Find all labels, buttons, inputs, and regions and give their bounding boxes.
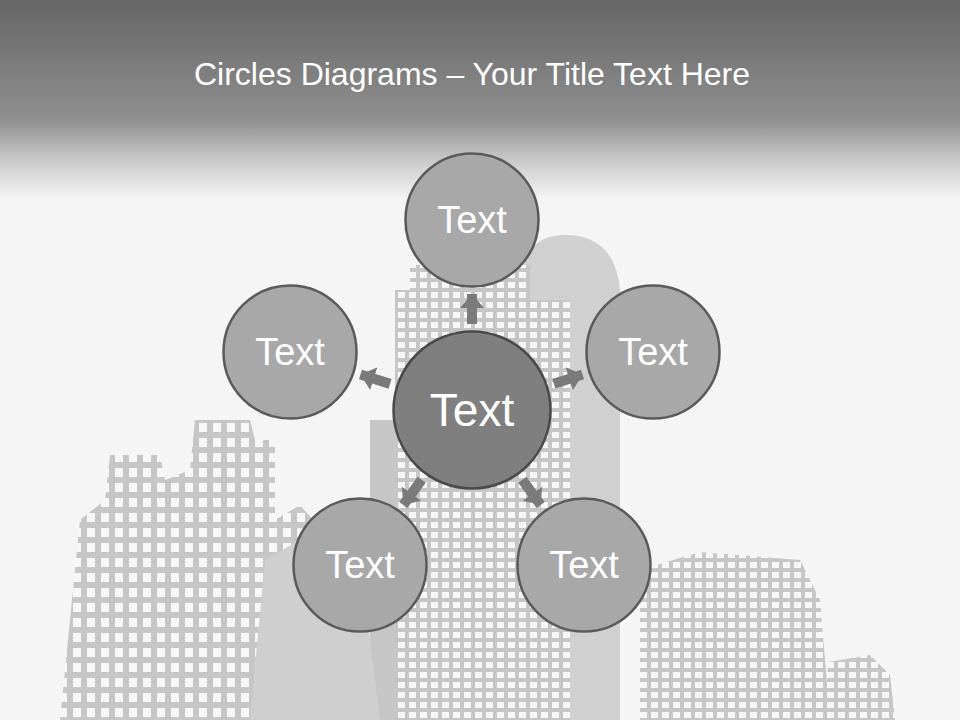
satellite-circle: Text — [585, 284, 721, 420]
node-label: Text — [437, 201, 507, 239]
arrow-connector — [467, 294, 477, 324]
satellite-circle: Text — [222, 284, 358, 420]
node-label: Text — [255, 333, 325, 371]
arrow-connector — [554, 375, 583, 384]
node-label: Text — [325, 546, 395, 584]
node-label: Text — [618, 333, 688, 371]
node-label: Text — [430, 387, 514, 433]
slide-title: Circles Diagrams – Your Title Text Here — [0, 56, 944, 93]
satellite-circle: Text — [404, 152, 540, 288]
right-building — [640, 552, 830, 720]
satellite-circle: Text — [516, 497, 652, 633]
satellite-circle: Text — [292, 497, 428, 633]
arrow-connector — [522, 480, 540, 505]
arrow-connector — [361, 374, 391, 383]
far-right-building — [825, 655, 895, 720]
hub-circle: Text — [392, 330, 552, 490]
arrow-connector — [403, 480, 421, 505]
node-label: Text — [549, 546, 619, 584]
